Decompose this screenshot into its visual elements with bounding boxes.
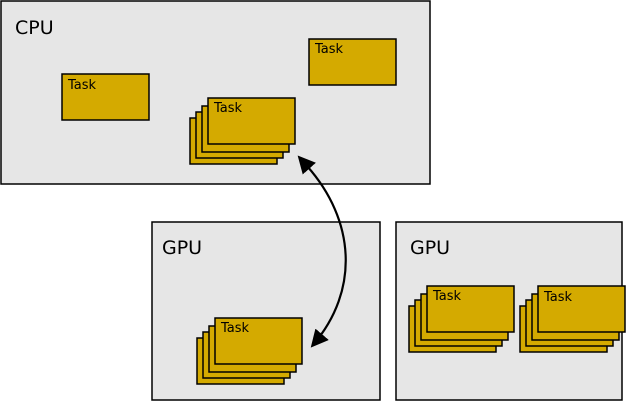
gpu-panel-left: GPU Task xyxy=(151,221,381,401)
cpu-label: CPU xyxy=(15,17,54,39)
task-label: Task xyxy=(220,321,250,336)
task-label: Task xyxy=(213,101,243,116)
bidirectional-arrow xyxy=(297,155,347,348)
cpu-task-stack: Task xyxy=(189,97,296,165)
task-label: Task xyxy=(432,289,462,304)
task-label: Task xyxy=(314,42,344,57)
gpu-label: GPU xyxy=(162,237,202,259)
cpu-task-single-left: Task xyxy=(61,73,150,121)
gpu-label: GPU xyxy=(410,237,450,259)
gpu-right-task-stack-a: Task xyxy=(408,285,515,353)
cpu-panel: CPU Task Task Task xyxy=(0,0,431,185)
cpu-task-single-right: Task xyxy=(308,38,397,86)
gpu-left-task-stack: Task xyxy=(196,317,303,385)
task-label: Task xyxy=(543,290,573,305)
gpu-right-task-stack-b: Task xyxy=(519,285,626,353)
task-label: Task xyxy=(67,78,97,93)
gpu-panel-right: GPU Task Task xyxy=(395,221,626,401)
